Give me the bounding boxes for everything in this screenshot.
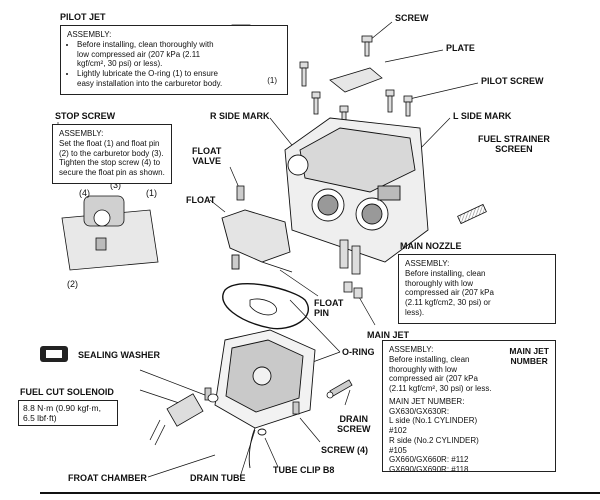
screw-parts bbox=[299, 35, 413, 127]
fuel-strainer-part bbox=[457, 203, 487, 225]
label-tube-clip: TUBE CLIP B8 bbox=[273, 465, 335, 475]
pilot-jet-assembly-note: ASSEMBLY: Before installing, clean thoro… bbox=[60, 25, 288, 95]
main-jet-number-line: R side (No.2 CYLINDER) #105 bbox=[389, 435, 479, 455]
label-o-ring: O-RING bbox=[342, 347, 375, 357]
pilot-jet-note-bullet: Lightly lubricate the O-ring (1) to ensu… bbox=[77, 69, 225, 89]
label-r-side-mark: R SIDE MARK bbox=[210, 111, 270, 121]
fuel-cut-solenoid-part bbox=[149, 393, 219, 446]
torque-spec: 8.8 N·m (0.90 kgf·m, 6.5 lbf·ft) bbox=[18, 400, 118, 427]
stop-screw-assembly-note: ASSEMBLY: Set the float (1) and float pi… bbox=[52, 124, 172, 184]
callout-2: (2) bbox=[67, 279, 78, 289]
main-nozzle-note-text: Before installing, clean thoroughly with… bbox=[405, 268, 494, 317]
carburetor-body bbox=[284, 117, 429, 263]
pilot-jet-note-bullet: Before installing, clean thoroughly with… bbox=[77, 40, 225, 69]
sealing-washer-icon bbox=[40, 346, 68, 362]
label-drain-screw: DRAIN SCREW bbox=[337, 414, 371, 435]
drain-tube-part bbox=[248, 427, 267, 469]
callout-4: (4) bbox=[79, 188, 90, 198]
label-sealing-washer: SEALING WASHER bbox=[78, 350, 161, 360]
main-jet-number-line: L side (No.1 CYLINDER) #102 bbox=[389, 416, 478, 435]
drain-screw-part bbox=[326, 379, 353, 399]
pilot-jet-callout: (1) bbox=[267, 76, 277, 86]
main-jet-number-line: GX660/GX660R: #112 bbox=[389, 455, 469, 465]
label-screw: SCREW bbox=[395, 13, 429, 23]
float-valve-part bbox=[236, 185, 245, 201]
float-chamber-part bbox=[214, 329, 316, 429]
label-stop-screw: STOP SCREW bbox=[55, 111, 116, 121]
float-part bbox=[221, 209, 293, 273]
pilot-jet-note-heading: ASSEMBLY: bbox=[67, 30, 112, 39]
label-main-jet-number: MAIN JET NUMBER bbox=[509, 346, 549, 366]
o-ring-part bbox=[222, 282, 309, 330]
page-rule bbox=[40, 492, 600, 494]
o-ring-inner bbox=[249, 298, 277, 316]
main-nozzle-assembly-note: ASSEMBLY: Before installing, clean thoro… bbox=[398, 254, 556, 324]
stop-screw-note-heading: ASSEMBLY: bbox=[59, 129, 104, 138]
main-jet-number-heading: MAIN JET NUMBER: bbox=[389, 396, 465, 406]
stop-screw-detail bbox=[61, 195, 159, 271]
label-screw-4: SCREW (4) bbox=[321, 445, 368, 455]
main-jet-note-text: Before installing, clean thoroughly with… bbox=[389, 354, 492, 393]
main-jet-number-line: GX630/GX630R: bbox=[389, 406, 450, 416]
label-pilot-jet: PILOT JET bbox=[60, 12, 106, 22]
label-pilot-screw: PILOT SCREW bbox=[481, 76, 544, 86]
main-jet-number-line: GX690/GX690R: #118 bbox=[389, 465, 469, 474]
stop-screw-note-text: Set the float (1) and float pin (2) to t… bbox=[59, 138, 165, 177]
label-float: FLOAT bbox=[186, 195, 216, 205]
label-fuel-strainer-screen: FUEL STRAINER SCREEN bbox=[478, 134, 550, 155]
main-jet-assembly-note: ASSEMBLY: Before installing, clean thoro… bbox=[382, 340, 556, 474]
main-nozzle-note-heading: ASSEMBLY: bbox=[405, 259, 450, 268]
label-l-side-mark: L SIDE MARK bbox=[453, 111, 512, 121]
main-nozzle-parts bbox=[339, 239, 363, 299]
label-main-nozzle: MAIN NOZZLE bbox=[400, 241, 462, 251]
label-fuel-cut-solenoid: FUEL CUT SOLENOID bbox=[20, 387, 114, 397]
callout-3: (3) bbox=[110, 180, 121, 190]
label-drain-tube: DRAIN TUBE bbox=[190, 473, 246, 483]
plate-part bbox=[329, 67, 383, 93]
label-froat-chamber: FROAT CHAMBER bbox=[68, 473, 147, 483]
label-float-pin: FLOAT PIN bbox=[314, 298, 344, 319]
label-float-valve: FLOAT VALVE bbox=[192, 146, 222, 167]
main-jet-note-heading: ASSEMBLY: bbox=[389, 345, 434, 354]
label-plate: PLATE bbox=[446, 43, 475, 53]
label-main-jet: MAIN JET bbox=[367, 330, 410, 340]
callout-1: (1) bbox=[146, 188, 157, 198]
